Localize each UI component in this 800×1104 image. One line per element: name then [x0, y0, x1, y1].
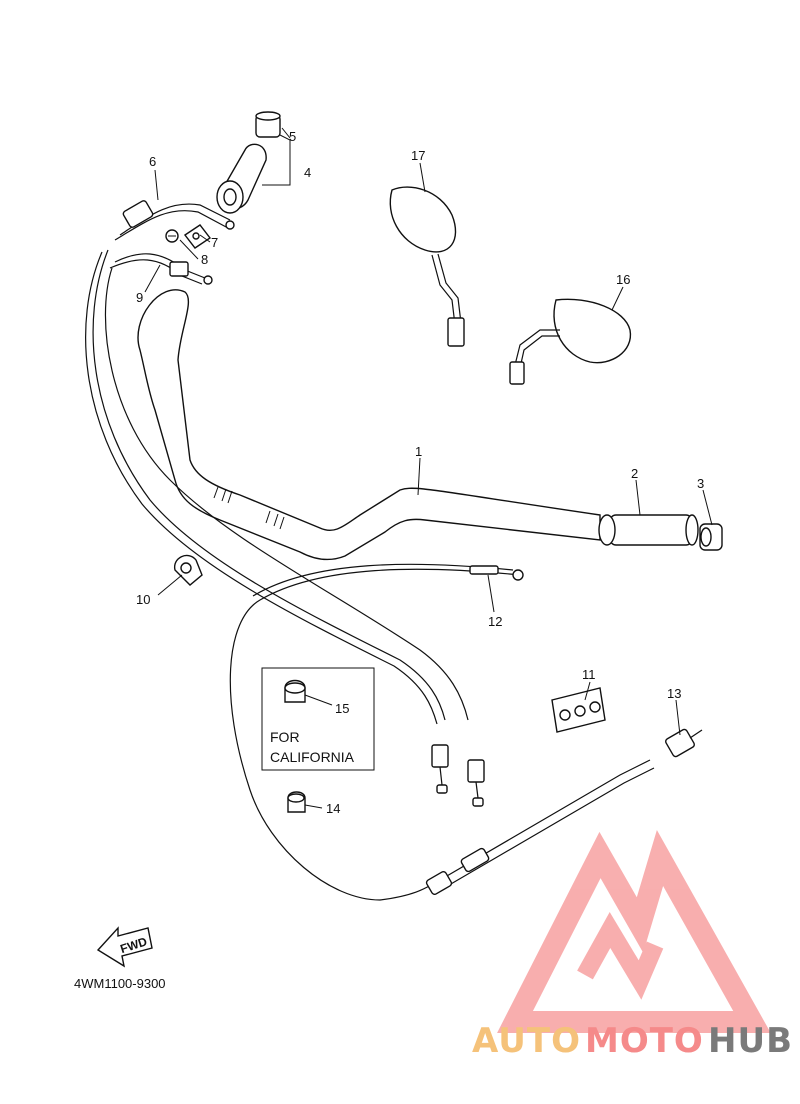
- callout-14: 14: [326, 801, 340, 816]
- california-box: FOR CALIFORNIA: [261, 667, 375, 771]
- clutch-cable: [425, 728, 703, 896]
- watermark-logo: [497, 829, 771, 1033]
- mirror-right: [509, 298, 632, 385]
- watermark-auto: AUTO: [472, 1021, 581, 1061]
- collar: [255, 111, 281, 138]
- grip: [598, 514, 699, 546]
- diagram-code: 4WM1100-9300: [74, 976, 166, 991]
- cable-clamp: [174, 554, 203, 586]
- throttle-cable-lower: [104, 253, 469, 721]
- california-box-line2: CALIFORNIA: [270, 749, 355, 765]
- callout-15: 15: [335, 701, 349, 716]
- callout-8: 8: [201, 252, 208, 267]
- callout-11: 11: [582, 667, 596, 682]
- callout-17: 17: [411, 148, 425, 163]
- forward-arrow-icon: FWD: [96, 926, 153, 968]
- watermark-hub: HUB: [708, 1021, 793, 1061]
- callout-7: 7: [211, 235, 218, 250]
- choke-cable: [229, 563, 524, 901]
- mirror-left: [389, 186, 465, 347]
- callout-1: 1: [415, 444, 422, 459]
- callout-12: 12: [488, 614, 502, 629]
- handlebar: [137, 289, 601, 561]
- cable-end-left: [431, 744, 449, 794]
- watermark-moto: MOTO: [585, 1021, 704, 1061]
- california-box-line1: FOR: [270, 729, 300, 745]
- screw: [165, 229, 179, 243]
- callout-10: 10: [136, 592, 150, 607]
- callout-2: 2: [631, 466, 638, 481]
- throttle-cable-upper: [85, 200, 446, 725]
- callout-4: 4: [304, 165, 311, 180]
- cable-end-right: [467, 759, 485, 807]
- clip: [287, 791, 306, 813]
- callout-numbers: 1 2 3 4 5 6 7 8 9 10 11 12 13 14 15 16 1…: [136, 129, 704, 816]
- callout-6: 6: [149, 154, 156, 169]
- watermark-text: AUTO MOTO HUB: [472, 1021, 793, 1061]
- callout-16: 16: [616, 272, 630, 287]
- throttle-grip: [216, 143, 267, 214]
- grip-end: [699, 523, 723, 551]
- cable-holder: [551, 687, 606, 733]
- callout-13: 13: [667, 686, 681, 701]
- callout-5: 5: [289, 129, 296, 144]
- leader-lines: [144, 127, 713, 809]
- callout-9: 9: [136, 290, 143, 305]
- cable-guide: [183, 224, 212, 249]
- callout-3: 3: [697, 476, 704, 491]
